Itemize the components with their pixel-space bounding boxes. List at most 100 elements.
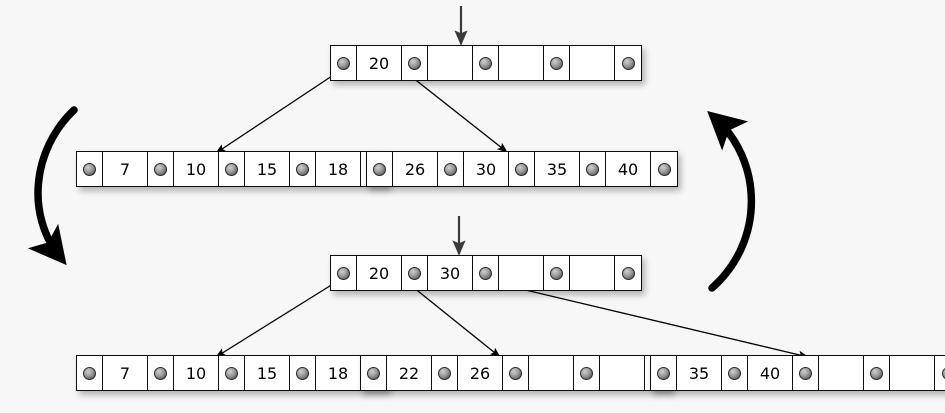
pointer-dot-icon bbox=[479, 266, 492, 280]
leaf-node-after-middle[interactable]: 22 26 bbox=[360, 355, 672, 391]
key-value: 18 bbox=[327, 159, 349, 179]
pointer-dot-icon bbox=[225, 162, 238, 176]
pointer-cell[interactable] bbox=[438, 152, 464, 186]
pointer-dot-icon bbox=[296, 162, 309, 176]
pointer-cell[interactable] bbox=[331, 46, 357, 80]
pointer-dot-icon bbox=[83, 162, 96, 176]
key-cell[interactable]: 30 bbox=[428, 256, 473, 290]
key-cell-empty[interactable] bbox=[570, 256, 615, 290]
pointer-dot-icon bbox=[586, 162, 599, 176]
pointer-cell[interactable] bbox=[544, 46, 570, 80]
pointer-dot-icon bbox=[337, 56, 350, 70]
key-cell-empty[interactable] bbox=[819, 356, 864, 390]
pointer-dot-icon bbox=[550, 266, 563, 280]
edge-before-root-p1 bbox=[215, 69, 342, 154]
key-cell-empty[interactable] bbox=[499, 46, 544, 80]
pointer-dot-icon bbox=[438, 366, 451, 380]
key-value: 15 bbox=[256, 363, 278, 383]
key-value: 35 bbox=[688, 363, 710, 383]
key-cell[interactable]: 35 bbox=[535, 152, 580, 186]
key-cell-empty[interactable] bbox=[600, 356, 645, 390]
pointer-cell[interactable] bbox=[219, 152, 245, 186]
key-cell[interactable]: 26 bbox=[458, 356, 503, 390]
pointer-cell[interactable] bbox=[580, 152, 606, 186]
pointer-cell[interactable] bbox=[219, 356, 245, 390]
root-node-before[interactable]: 20 bbox=[330, 45, 642, 81]
key-value: 22 bbox=[398, 363, 420, 383]
key-cell[interactable]: 15 bbox=[245, 152, 290, 186]
key-cell-empty[interactable] bbox=[499, 256, 544, 290]
key-cell[interactable]: 15 bbox=[245, 356, 290, 390]
pointer-dot-icon bbox=[444, 162, 457, 176]
leaf-node-after-left[interactable]: 7 10 15 18 bbox=[76, 355, 388, 391]
key-cell[interactable]: 30 bbox=[464, 152, 509, 186]
pointer-dot-icon bbox=[728, 366, 741, 380]
pointer-cell[interactable] bbox=[651, 356, 677, 390]
pointer-cell[interactable] bbox=[935, 356, 945, 390]
key-value: 20 bbox=[368, 53, 390, 73]
pointer-cell[interactable] bbox=[473, 256, 499, 290]
key-cell[interactable]: 7 bbox=[103, 356, 148, 390]
pointer-dot-icon bbox=[657, 366, 670, 380]
pointer-cell[interactable] bbox=[651, 152, 677, 186]
pointer-dot-icon bbox=[408, 56, 421, 70]
key-cell[interactable]: 40 bbox=[606, 152, 651, 186]
pointer-cell[interactable] bbox=[793, 356, 819, 390]
pointer-dot-icon bbox=[296, 366, 309, 380]
pointer-dot-icon bbox=[621, 56, 635, 70]
pointer-cell[interactable] bbox=[615, 256, 641, 290]
pointer-cell[interactable] bbox=[331, 256, 357, 290]
curved-arrow-up-right bbox=[707, 110, 755, 292]
pointer-cell[interactable] bbox=[148, 152, 174, 186]
pointer-cell[interactable] bbox=[77, 356, 103, 390]
key-cell[interactable]: 26 bbox=[393, 152, 438, 186]
pointer-cell[interactable] bbox=[722, 356, 748, 390]
key-cell[interactable]: 22 bbox=[387, 356, 432, 390]
key-cell-empty[interactable] bbox=[529, 356, 574, 390]
pointer-cell[interactable] bbox=[432, 356, 458, 390]
pointer-cell[interactable] bbox=[473, 46, 499, 80]
pointer-cell[interactable] bbox=[615, 46, 641, 80]
pointer-cell[interactable] bbox=[503, 356, 529, 390]
key-cell-empty[interactable] bbox=[570, 46, 615, 80]
pointer-dot-icon bbox=[941, 366, 945, 380]
pointer-dot-icon bbox=[509, 366, 522, 380]
leaf-node-before-right[interactable]: 26 30 35 40 bbox=[366, 151, 678, 187]
key-value: 30 bbox=[439, 263, 461, 283]
key-cell[interactable]: 20 bbox=[357, 46, 402, 80]
key-value: 30 bbox=[475, 159, 497, 179]
pointer-cell[interactable] bbox=[290, 152, 316, 186]
key-cell[interactable]: 18 bbox=[316, 152, 361, 186]
pointer-dot-icon bbox=[373, 162, 386, 176]
key-cell[interactable]: 7 bbox=[103, 152, 148, 186]
pointer-cell[interactable] bbox=[402, 46, 428, 80]
key-value: 40 bbox=[617, 159, 639, 179]
key-cell[interactable]: 35 bbox=[677, 356, 722, 390]
pointer-cell[interactable] bbox=[402, 256, 428, 290]
pointer-cell[interactable] bbox=[509, 152, 535, 186]
leaf-node-after-right[interactable]: 35 40 bbox=[650, 355, 945, 391]
pointer-dot-icon bbox=[515, 162, 528, 176]
pointer-cell[interactable] bbox=[544, 256, 570, 290]
key-cell[interactable]: 10 bbox=[174, 356, 219, 390]
key-value: 18 bbox=[327, 363, 349, 383]
key-value: 26 bbox=[404, 159, 426, 179]
pointer-cell[interactable] bbox=[361, 356, 387, 390]
key-cell[interactable]: 40 bbox=[748, 356, 793, 390]
pointer-cell[interactable] bbox=[574, 356, 600, 390]
key-value: 40 bbox=[759, 363, 781, 383]
pointer-cell[interactable] bbox=[367, 152, 393, 186]
pointer-cell[interactable] bbox=[290, 356, 316, 390]
key-cell[interactable]: 18 bbox=[316, 356, 361, 390]
leaf-node-before-left[interactable]: 7 10 15 18 bbox=[76, 151, 388, 187]
pointer-dot-icon bbox=[408, 266, 421, 280]
pointer-cell[interactable] bbox=[77, 152, 103, 186]
key-cell[interactable]: 20 bbox=[357, 256, 402, 290]
pointer-dot-icon bbox=[154, 366, 167, 380]
key-cell-empty[interactable] bbox=[428, 46, 473, 80]
key-cell[interactable]: 10 bbox=[174, 152, 219, 186]
key-cell-empty[interactable] bbox=[890, 356, 935, 390]
pointer-cell[interactable] bbox=[148, 356, 174, 390]
pointer-cell[interactable] bbox=[864, 356, 890, 390]
